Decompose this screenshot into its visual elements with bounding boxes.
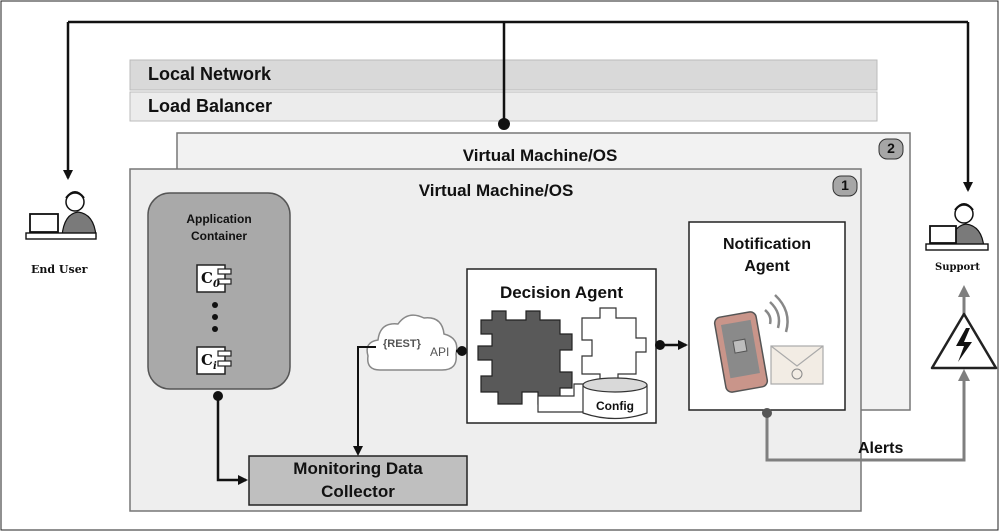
config-database-icon — [582, 377, 648, 420]
load-balancer-connector — [498, 118, 510, 130]
vm-front-title: Virtual Machine/OS — [418, 181, 574, 200]
component-bottom-label: Ci — [201, 351, 217, 372]
component-top-letter: C — [201, 269, 213, 287]
end-user-icon — [25, 191, 97, 240]
smartphone-icon — [713, 311, 769, 393]
decision-connector — [655, 340, 665, 350]
app-container-title-2: Container — [190, 229, 247, 243]
monitoring-data-collector — [248, 455, 468, 506]
load-balancer-label: Load Balancer — [148, 96, 273, 116]
container-to-collector-arrow — [216, 396, 248, 485]
email-envelope-icon — [770, 345, 824, 385]
high-voltage-warning-icon — [930, 312, 998, 370]
support-icon — [925, 203, 989, 251]
alerts-label: Alerts — [858, 440, 904, 457]
component-bottom-icon — [196, 346, 232, 375]
container-connector — [213, 391, 223, 401]
signal-waves-icon — [764, 294, 789, 333]
app-container-title-1: Application — [186, 212, 252, 226]
vm-front-badge-label: 1 — [841, 177, 849, 193]
config-label: Config — [596, 399, 634, 413]
ellipsis-dots — [212, 302, 218, 332]
top-distribution-lines — [63, 20, 973, 192]
rest-api-cloud-icon — [366, 314, 458, 371]
monitoring-collector-label-1: Monitoring Data — [293, 459, 423, 478]
api-to-collector-arrow — [353, 346, 376, 456]
component-bottom-sub: i — [212, 361, 217, 372]
component-top-icon — [196, 264, 232, 293]
api-label: API — [430, 345, 450, 359]
vm-back-badge-label: 2 — [887, 140, 895, 156]
rest-label: {REST} — [383, 338, 421, 350]
puzzle-dark-icon — [477, 310, 573, 405]
vm-back-badge — [878, 138, 904, 160]
decision-agent-title: Decision Agent — [499, 283, 624, 302]
component-top-sub: 0 — [212, 279, 220, 290]
notification-agent-title-1: Notification — [723, 236, 811, 253]
api-connector — [457, 346, 467, 356]
alerts-arrow — [765, 369, 970, 462]
support-label: Support — [935, 262, 981, 273]
component-top-label: C0 — [201, 269, 220, 290]
vm-back-title: Virtual Machine/OS — [462, 146, 618, 165]
notification-connector — [762, 408, 772, 418]
component-bottom-letter: C — [201, 351, 213, 369]
vm-front-badge — [832, 175, 858, 197]
end-user-label: End User — [31, 263, 88, 276]
notification-agent-title-2: Agent — [744, 258, 790, 275]
local-network-label: Local Network — [148, 64, 272, 84]
monitoring-collector-label-2: Collector — [321, 482, 395, 501]
rest-text: REST — [387, 338, 417, 350]
puzzle-outline-icon — [581, 307, 647, 387]
